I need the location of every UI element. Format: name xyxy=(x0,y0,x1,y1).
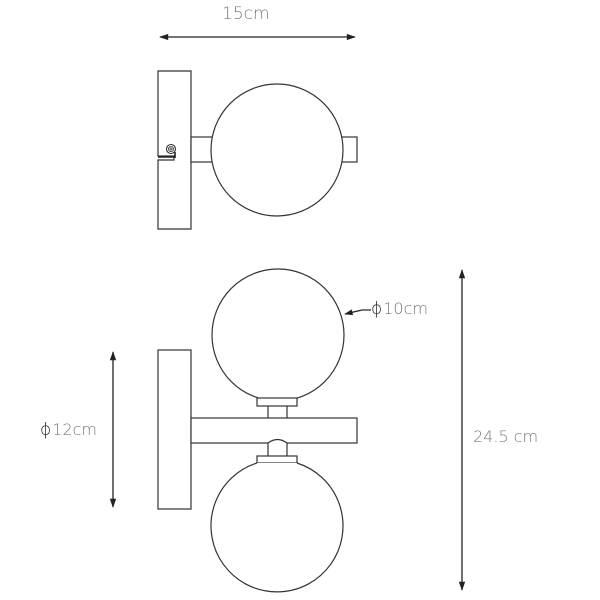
width-dimension-label: 15cm xyxy=(222,4,270,24)
top-view xyxy=(157,33,358,230)
plate-height-label: ϕ12cm xyxy=(40,420,97,440)
top-globe xyxy=(210,83,344,217)
front-view xyxy=(109,268,466,593)
front-wall-plate xyxy=(157,349,192,510)
diameter-icon: ϕ xyxy=(40,420,52,440)
upper-globe xyxy=(211,268,345,402)
diameter-icon: ϕ xyxy=(371,299,383,319)
screw-icon xyxy=(165,143,177,155)
front-arm-bar xyxy=(190,417,358,444)
globe-diameter-label: ϕ10cm xyxy=(371,299,428,319)
lower-globe xyxy=(210,462,344,593)
total-height-label: 24.5 cm xyxy=(473,427,539,446)
